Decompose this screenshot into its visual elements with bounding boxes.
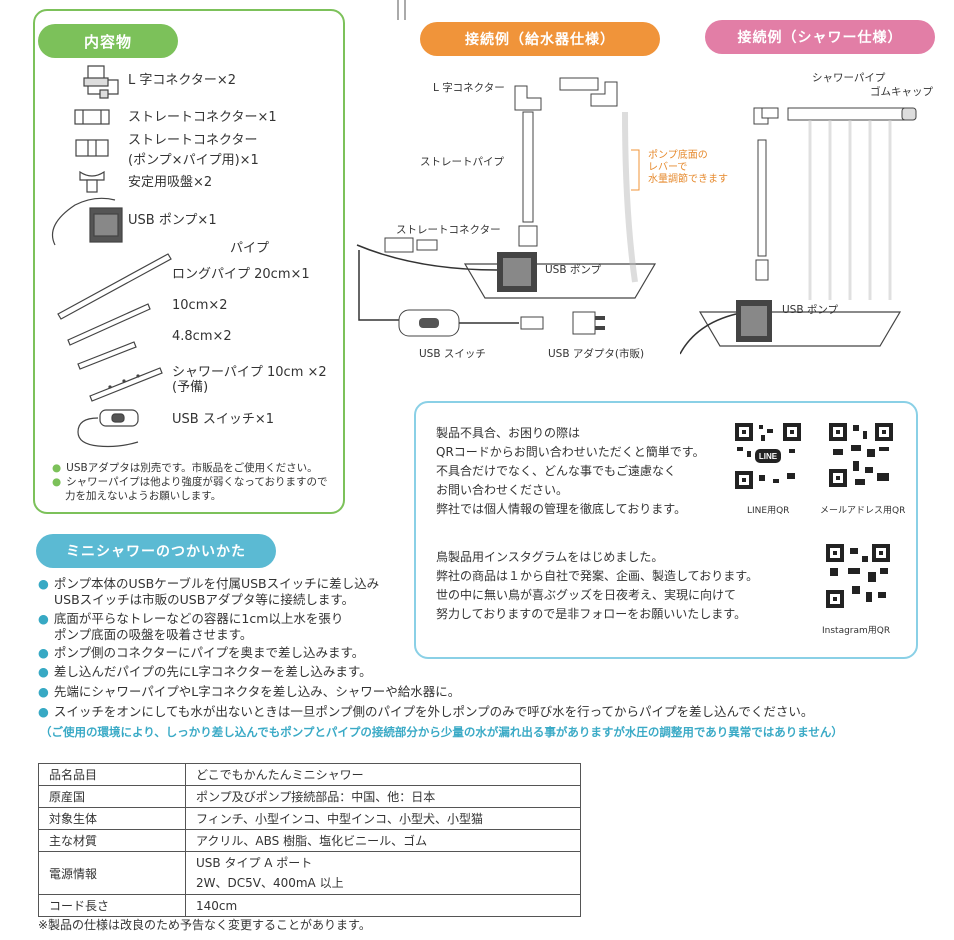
usage-step-1: ●ポンプ本体のUSBケーブルを付属USBスイッチに差し込み [38,576,380,591]
instagram-qr-caption: Instagram用QR [822,626,891,636]
usage-step-4: ●差し込んだパイプの先にL字コネクターを差し込みます。 [38,664,372,679]
spec-value: 140cm [185,894,581,917]
spec-key: 電源情報 [38,851,186,895]
shower-label-pipe: シャワーパイプ [812,72,886,84]
shower-label-pump: USB ポンプ [782,304,839,316]
pipe-icons [57,253,172,402]
item-pump-connector: ストレートコネクター [128,133,258,148]
water-label-usb-adapter: USB アダプタ(市販) [548,348,645,360]
water-label-straight-pipe: ストレートパイプ [420,156,504,168]
item-usb-pump: USB ポンプ×1 [128,213,217,228]
mail-qr-caption: メールアドレス用QR [820,506,906,516]
spec-value: どこでもかんたんミニシャワー [185,763,581,786]
spec-key: コード長さ [38,894,186,917]
shower-example-title: 接続例（シャワー仕様） [705,20,935,54]
usb-switch-icon [77,409,139,448]
usage-step-2: ●底面が平らなトレーなどの容器に1cm以上水を張り [38,611,344,626]
spec-value: ポンプ及びポンプ接続部品：中国、他：日本 [185,785,581,808]
item-long-pipe: ロングパイプ 20cm×1 [172,267,310,282]
shower-diagram [680,107,917,355]
parts-illustrations [51,65,172,448]
table-row: 原産国 ポンプ及びポンプ接続部品：中国、他：日本 [38,785,581,808]
spec-value: USB タイプ A ポート 2W、DC5V、400mA 以上 [185,851,581,895]
contents-note-1: ●USBアダプタは別売です。市販品をご使用ください。 [52,462,318,474]
line-qr-text: LINE [759,452,778,461]
table-row: 電源情報 USB タイプ A ポート 2W、DC5V、400mA 以上 [38,851,581,895]
contents-note-3: 力を加えないようお願いします。 [65,490,222,502]
usage-step-2b: ポンプ底面の吸盤を吸着させます。 [54,627,253,642]
suction-cup-icon [79,170,105,193]
spec-value: フィンチ、小型インコ、中型インコ、小型犬、小型猫 [185,807,581,830]
straight-connector-icon [74,109,110,125]
contents-note-2: ●シャワーパイプは他より強度が弱くなっておりますので [52,476,328,488]
water-example-title: 接続例（給水器仕様） [420,22,660,56]
spec-table: 品名品目 どこでもかんたんミニシャワー 原産国 ポンプ及びポンプ接続部品：中国、… [38,763,581,917]
water-label-usb-pump: USB ポンプ [545,264,602,276]
usage-step-5: ●先端にシャワーパイプやL字コネクタを差し込み、シャワーや給水器に。 [38,684,461,699]
water-callout: ポンプ底面の レバーで 水量調節できます [648,150,728,185]
l-connector-icon [83,65,119,99]
table-row: 対象生体 フィンチ、小型インコ、中型インコ、小型犬、小型猫 [38,807,581,830]
item-usb-switch: USB スイッチ×1 [172,412,274,427]
item-shower-pipe-spare: (予備) [172,380,209,395]
item-pipe-heading: パイプ [230,241,270,256]
instagram-qr-code[interactable] [824,542,892,610]
spec-key: 原産国 [38,785,186,808]
water-label-l-connector: L 字コネクター [433,82,505,94]
usage-step-3: ●ポンプ側のコネクターにパイプを奥まで差し込みます。 [38,645,365,660]
spec-value: アクリル、ABS 樹脂、塩化ビニール、ゴム [185,829,581,852]
line-qr-code[interactable]: LINE [733,421,803,491]
water-diagram [356,0,657,337]
usage-step-6: ●スイッチをオンにしても水が出ないときは一旦ポンプ側のパイプを外しポンプのみで呼… [38,704,814,719]
pump-straight-connector-icon [75,139,109,157]
line-qr-caption: LINE用QR [747,506,790,516]
item-pump-connector-sub: (ポンプ×パイプ用)×1 [128,153,259,168]
contact-text-1: 製品不具合、お困りの際は QRコードからお問い合わせいただくと簡単です。 不具合… [436,426,705,516]
shower-label-cap: ゴムキャップ [870,86,933,98]
item-pipe-48: 4.8cm×2 [172,329,232,344]
usage-title: ミニシャワーのつかいかた [36,534,276,568]
usage-warning: （ご使用の環境により、しっかり差し込んでもポンプとパイプの接続部分から少量の水が… [40,725,843,739]
item-suction-cup: 安定用吸盤×2 [128,175,213,190]
contact-box [414,401,918,659]
table-row: 主な材質 アクリル、ABS 樹脂、塩化ビニール、ゴム [38,829,581,852]
spec-key: 対象生体 [38,807,186,830]
item-shower-pipe: シャワーパイプ 10cm ×2 [172,365,327,380]
table-row: コード長さ 140cm [38,894,581,917]
water-label-usb-switch: USB スイッチ [419,348,486,360]
contents-title: 内容物 [38,24,178,58]
water-label-straight-connector: ストレートコネクター [396,224,501,236]
usage-step-1b: USBスイッチは市販のUSBアダプタ等に接続します。 [54,592,355,607]
contact-text-2: 鳥製品用インスタグラムをはじめました。 弊社の商品は１から自社で発案、企画、製造… [436,550,759,621]
spec-key: 品名品目 [38,763,186,786]
spec-footer: ※製品の仕様は改良のため予告なく変更することがあります。 [38,918,371,932]
item-pipe-10: 10cm×2 [172,298,228,313]
contents-box [33,9,345,514]
spec-key: 主な材質 [38,829,186,852]
item-straight-connector: ストレートコネクター×1 [128,110,277,125]
usb-pump-icon [51,197,123,246]
item-l-connector: L 字コネクター×2 [128,73,237,88]
mail-qr-code[interactable] [827,421,895,489]
table-row: 品名品目 どこでもかんたんミニシャワー [38,763,581,786]
